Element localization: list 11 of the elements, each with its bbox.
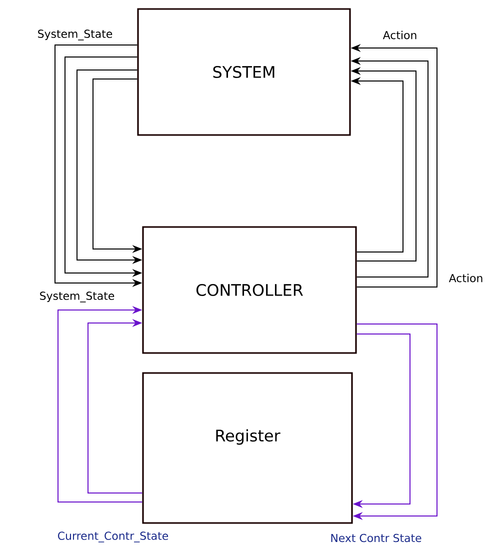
signal-label: Next Contr State <box>331 534 422 542</box>
signal-label: System_State <box>40 292 114 302</box>
arrow <box>58 306 143 502</box>
block-box: SYSTEM <box>137 8 351 136</box>
signal-label: System_State <box>38 30 112 40</box>
signal-label: Current_Contr_State <box>58 532 168 542</box>
signal-label: Action <box>382 30 416 40</box>
block-box: CONTROLLER <box>142 226 357 354</box>
arrow <box>88 318 143 494</box>
signal-label: Action <box>448 274 482 282</box>
block-box: Register <box>142 372 353 524</box>
